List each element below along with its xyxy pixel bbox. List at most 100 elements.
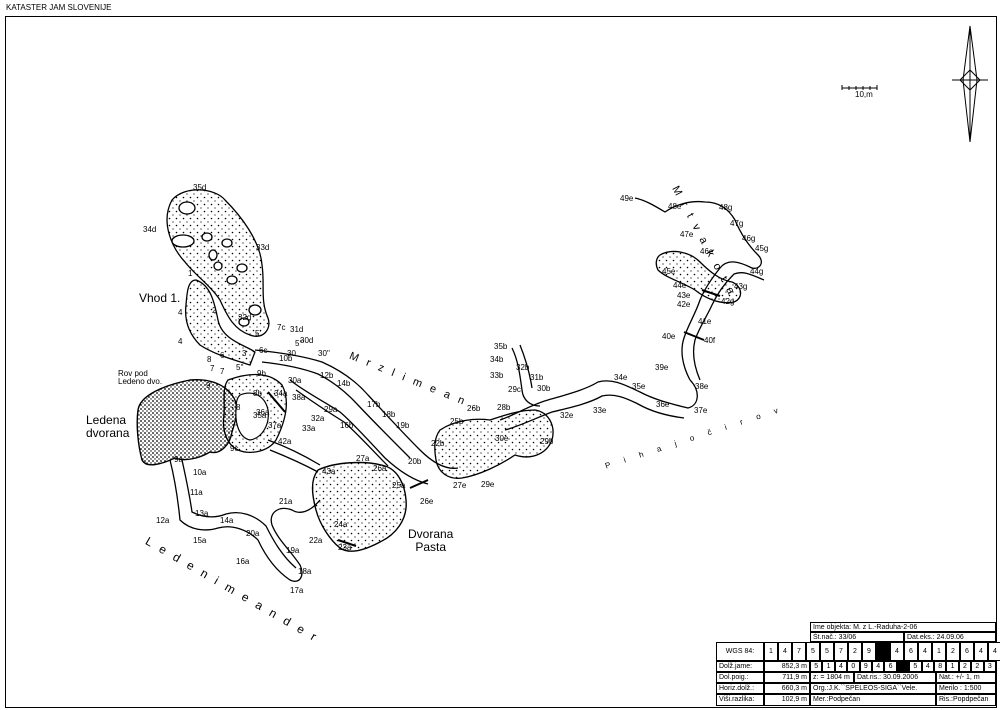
station-label: 36a [256, 408, 270, 417]
info-dat-eks: Dat.eks.: 24.09.06 [904, 632, 996, 642]
station-label: 25a [392, 481, 406, 490]
station-label: 4 [178, 337, 183, 346]
station-label: 8 [236, 403, 241, 412]
coord-digit: 6 [884, 661, 897, 672]
scale-bar [841, 85, 878, 90]
station-label: 40f [704, 336, 716, 345]
station-label: 31d [290, 325, 304, 334]
entrance-passage [184, 279, 256, 366]
station-label: 30'' [318, 349, 330, 358]
station-label: 35d [193, 183, 207, 192]
north-arrow-icon [952, 25, 988, 143]
coord-digit: 4 [918, 642, 932, 661]
station-label: 29a [324, 405, 338, 414]
info-horiz-label: Horiz.dolž.: [716, 683, 764, 694]
info-horiz: 660,3 m [764, 683, 810, 694]
station-label: 6 [220, 351, 225, 360]
station-label: 12b [320, 371, 334, 380]
info-ris: Ris.:Popdpečan [936, 694, 996, 706]
station-label: 20b [408, 457, 422, 466]
station-label: 49e [620, 194, 634, 203]
info-st-nac: Št.nač.: 33/06 [810, 632, 904, 642]
station-label: 43g [734, 282, 748, 291]
coord-digit: 6 [904, 642, 918, 661]
station-label: 6c [259, 346, 268, 355]
station-label: 46e [700, 247, 714, 256]
coord-digit: 3 [983, 661, 996, 672]
station-label: 17b [367, 400, 381, 409]
station-label: 16b [340, 421, 354, 430]
station-label: 35e [632, 382, 646, 391]
coord-digit: 4 [890, 642, 904, 661]
station-label: 14b [337, 379, 351, 388]
info-dol-poig-label: Dol.poig.: [716, 672, 764, 683]
coord-digit: 5 [806, 642, 820, 661]
station-label: 15a [193, 536, 207, 545]
info-dolz-jame-label: Dolž.jame: [716, 661, 764, 672]
station-label: 18b [382, 410, 396, 419]
station-label: 9b [257, 369, 266, 378]
station-label: 32b [516, 363, 530, 372]
station-label: 10a [193, 468, 207, 477]
station-label: 44e [673, 281, 687, 290]
station-label: 22b [431, 439, 445, 448]
header-title: KATASTER JAM SLOVENIJE [6, 3, 112, 12]
station-label: 21a [279, 497, 293, 506]
station-label: 5'' [236, 363, 244, 372]
station-label: 35a [253, 411, 267, 420]
coord-digit: 1 [932, 642, 946, 661]
station-label: 19b [396, 421, 410, 430]
coord-digit: 9 [862, 642, 876, 661]
station-label: 37a [268, 421, 282, 430]
coord-digit [896, 661, 910, 672]
coord-digit: 4 [834, 661, 848, 672]
station-label: 33a [302, 424, 316, 433]
station-label: 38a [292, 393, 306, 402]
station-label: 26a [373, 464, 387, 473]
station-label: 38e [695, 382, 709, 391]
station-label: 30 [287, 349, 296, 358]
station-label: 5' [255, 329, 261, 338]
station-label: 29b [540, 437, 554, 446]
station-label: 29c [508, 385, 521, 394]
label-vhod: Vhod 1. [139, 291, 181, 305]
station-label: 41e [698, 317, 712, 326]
station-label: 44g [750, 267, 764, 276]
station-label: 26b [467, 404, 481, 413]
station-label: 43a [322, 467, 336, 476]
station-label: 19a [286, 546, 300, 555]
scale-label: 10,m [855, 90, 873, 99]
station-label: 34b [490, 355, 504, 364]
station-label: 9 [206, 381, 211, 390]
dvorana-pasta-chamber [311, 461, 407, 552]
station-label: 30b [537, 384, 551, 393]
coord-digit: 4 [872, 661, 885, 672]
station-label: 30d [300, 336, 314, 345]
station-label: 27a [356, 454, 370, 463]
ne-chamber [655, 250, 742, 304]
coord-digit: 7 [834, 642, 848, 661]
station-label: 22a [309, 536, 323, 545]
station-label: 8 [207, 355, 212, 364]
station-label: 33d [256, 243, 270, 252]
coord-digit: 4 [988, 642, 1000, 661]
station-label: 24a [334, 520, 348, 529]
station-label: 39e [655, 363, 669, 372]
coord-digit: 4 [778, 642, 792, 661]
coord-digit: 5 [909, 661, 922, 672]
station-label: 36e [656, 400, 670, 409]
station-label: 14a [220, 516, 234, 525]
station-label: 27e [453, 481, 467, 490]
station-label: 9a [174, 455, 183, 464]
coord-digit: 2 [971, 661, 984, 672]
station-label: 28b [497, 403, 511, 412]
station-label: 42g [721, 297, 735, 306]
info-visi: 102,9 m [764, 694, 810, 706]
coord-digit: 2 [848, 642, 862, 661]
station-label: 30e [495, 434, 509, 443]
station-label: 33e [593, 406, 607, 415]
station-label: 43e [677, 291, 691, 300]
station-label: 35b [494, 342, 508, 351]
station-label: 8b [253, 389, 262, 398]
coord-digit: 1 [764, 642, 778, 661]
